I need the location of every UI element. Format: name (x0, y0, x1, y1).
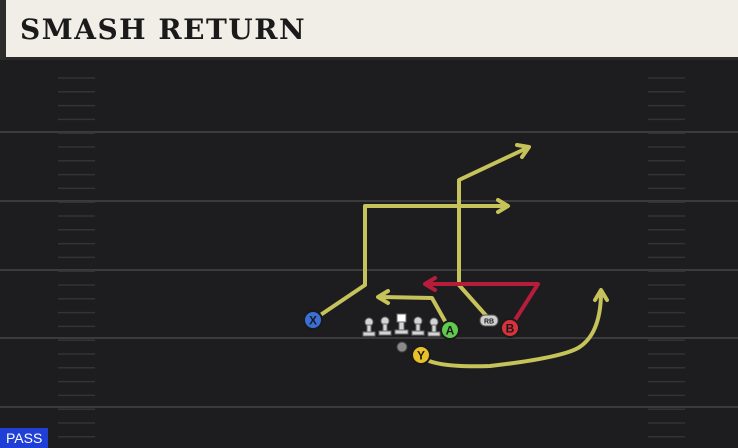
lineman-icon (378, 316, 392, 336)
b-route (426, 282, 540, 330)
play-title-bar: SMASH RETURN (0, 0, 738, 60)
player-a[interactable]: A (440, 320, 460, 340)
player-rb-label: RB (484, 319, 494, 326)
offensive-line (362, 313, 441, 337)
rb-route-arrow (515, 143, 531, 159)
y-route (418, 293, 603, 369)
title-bar-accent (0, 0, 6, 60)
center-icon (394, 313, 409, 335)
rb-route (457, 146, 529, 322)
lineman-icon (362, 317, 376, 337)
player-x-label: X (309, 314, 317, 328)
hash-marks (58, 77, 685, 438)
player-y-label: Y (417, 349, 425, 363)
y-route-arrow (593, 288, 609, 302)
play-diagram-field: X A RB B Y (0, 77, 738, 438)
b-route-arrow (423, 276, 437, 292)
player-x[interactable]: X (303, 310, 323, 330)
player-b[interactable]: B (500, 318, 520, 338)
player-a-label: A (446, 324, 455, 338)
lineman-icon (427, 317, 441, 337)
player-b-label: B (506, 322, 515, 336)
x-route (311, 204, 507, 322)
player-rb[interactable]: RB (479, 314, 499, 327)
yard-lines (0, 131, 738, 408)
play-title: SMASH RETURN (20, 13, 307, 46)
play-type-badge: PASS (0, 428, 49, 448)
player-y[interactable]: Y (411, 345, 431, 365)
lineman-icon (411, 316, 425, 336)
a-route (380, 295, 452, 332)
quarterback-marker (396, 341, 408, 353)
x-route-arrow (496, 198, 510, 214)
a-route-arrow (376, 289, 390, 305)
